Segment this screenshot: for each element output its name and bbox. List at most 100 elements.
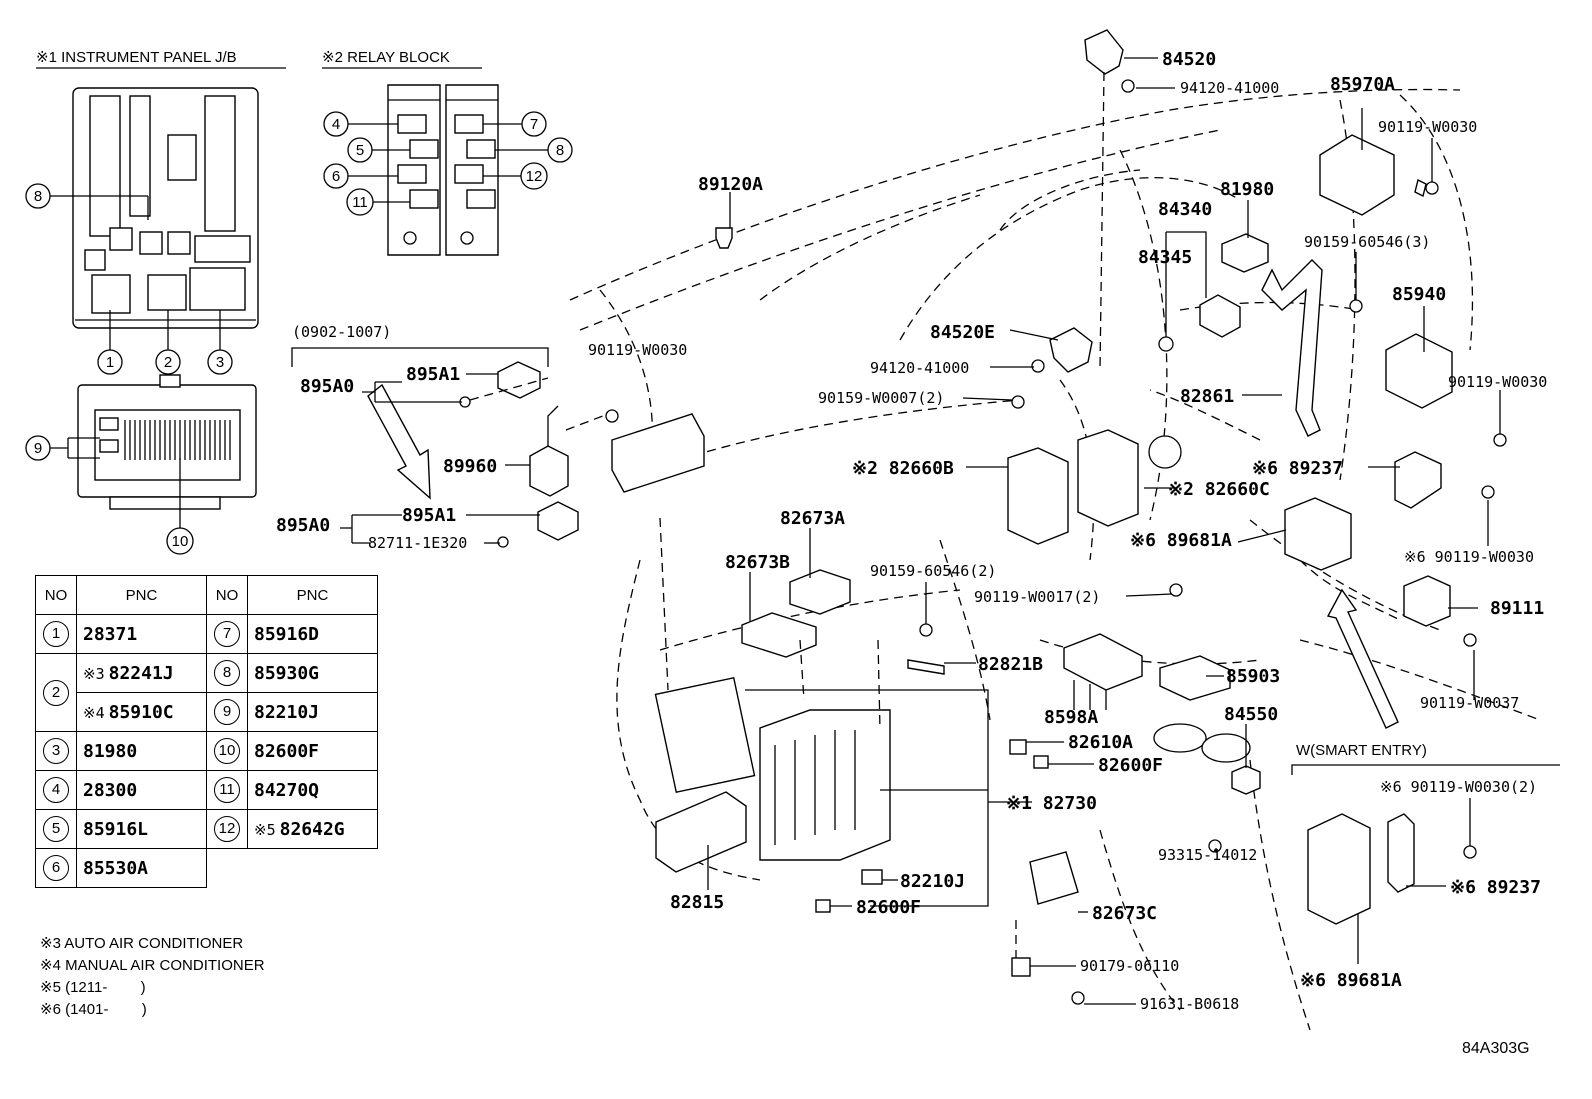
label-85903: 85903: [1226, 666, 1280, 687]
label-82861: 82861: [1180, 386, 1234, 407]
table-row: 6 85530A: [35, 848, 378, 888]
fuse-module-illustration: [77, 374, 257, 510]
table-header: PNC: [76, 575, 207, 615]
label-84340: 84340: [1158, 199, 1212, 220]
footnotes: ※3 AUTO AIR CONDITIONER ※4 MANUAL AIR CO…: [40, 933, 265, 1021]
circle-11: 11: [346, 188, 374, 216]
circle-2: 2: [155, 349, 181, 375]
diagram-code: 84A303G: [1462, 1040, 1530, 1057]
callout-labels: 84520 94120-41000 85970A 90119-W0030 891…: [276, 49, 1547, 1013]
label-82673a: 82673A: [780, 508, 845, 529]
label-90119-w0030-d: ※6 90119-W0030: [1404, 548, 1534, 566]
circle-8: 8: [25, 183, 51, 209]
svg-text:2: 2: [164, 354, 172, 371]
label-84345: 84345: [1138, 247, 1192, 268]
circle-6: 6: [323, 163, 349, 189]
circle-7: 7: [521, 111, 547, 137]
label-91631-b0618: 91631-B0618: [1140, 995, 1239, 1013]
table-row: 1 28371 7 85916D: [35, 614, 378, 654]
label-81980: 81980: [1220, 179, 1274, 200]
table-row: 3 81980 10 82600F: [35, 731, 378, 771]
svg-text:11: 11: [352, 194, 368, 211]
svg-text:9: 9: [34, 440, 42, 457]
label-82730: ※1 82730: [1006, 793, 1097, 814]
svg-text:6: 6: [332, 168, 340, 185]
relay-block-title: ※2 RELAY BLOCK: [322, 49, 450, 66]
circle-4: 4: [323, 111, 349, 137]
circle-12: 12: [520, 162, 548, 190]
label-82660c: ※2 82660C: [1168, 479, 1270, 500]
circle-9: 9: [25, 435, 51, 461]
label-82711-1e320: 82711-1E320: [368, 534, 467, 552]
footnote-5: ※5 (1211- ): [40, 979, 146, 996]
relay-block-illustration: [387, 84, 499, 256]
arrow-indicator: [367, 383, 431, 500]
footnote-3: ※3 AUTO AIR CONDITIONER: [40, 935, 244, 952]
footnote-6: ※6 (1401- ): [40, 1001, 147, 1018]
label-8598a: 8598A: [1044, 707, 1098, 728]
circle-numbers: 8 1 2 3 9 10 4 5 6 11 7 8 12: [25, 111, 573, 555]
table-header: NO: [35, 575, 77, 615]
jb-title: ※1 INSTRUMENT PANEL J/B: [36, 49, 237, 66]
label-82673c: 82673C: [1092, 903, 1157, 924]
label-82600f-b: 82600F: [856, 897, 921, 918]
label-90119-w0030-b: 90119-W0030: [588, 341, 687, 359]
label-89681a: ※6 89681A: [1130, 530, 1232, 551]
leader-lines: [340, 57, 1560, 1005]
label-82660b: ※2 82660B: [852, 458, 954, 479]
label-90119-w0017-2: 90119-W0017(2): [974, 588, 1100, 606]
circle-10: 10: [166, 527, 194, 555]
svg-text:10: 10: [172, 533, 189, 550]
label-89681a-b: ※6 89681A: [1300, 970, 1402, 991]
junction-block-illustration: [72, 87, 259, 329]
label-85970a: 85970A: [1330, 74, 1395, 95]
table-header: PNC: [247, 575, 378, 615]
label-90119-w0030-c: 90119-W0030: [1448, 373, 1547, 391]
svg-text:1: 1: [106, 354, 114, 371]
table-row: 4 28300 11 84270Q: [35, 770, 378, 810]
label-89111: 89111: [1490, 598, 1544, 619]
label-82610a: 82610A: [1068, 732, 1133, 753]
label-82600f: 82600F: [1098, 755, 1163, 776]
label-82210j: 82210J: [900, 871, 965, 892]
label-90119-w0030: 90119-W0030: [1378, 118, 1477, 136]
svg-text:4: 4: [332, 116, 340, 133]
label-90159-60546-3: 90159-60546(3): [1304, 233, 1430, 251]
svg-text:7: 7: [530, 116, 538, 133]
label-85940: 85940: [1392, 284, 1446, 305]
label-90159-60546-2: 90159-60546(2): [870, 562, 996, 580]
label-895a1-b: 895A1: [402, 505, 456, 526]
label-82821b: 82821B: [978, 654, 1043, 675]
label-89120a: 89120A: [698, 174, 763, 195]
label-89960: 89960: [443, 456, 497, 477]
label-90159-w0007-2: 90159-W0007(2): [818, 389, 944, 407]
label-84550: 84550: [1224, 704, 1278, 725]
label-82673b: 82673B: [725, 552, 790, 573]
label-895a0: 895A0: [300, 376, 354, 397]
label-90119-w0037: 90119-W0037: [1420, 694, 1519, 712]
label-89237-b: ※6 89237: [1450, 877, 1541, 898]
svg-text:12: 12: [526, 168, 543, 185]
circle-8b: 8: [547, 137, 573, 163]
label-smart-entry: W(SMART ENTRY): [1296, 742, 1427, 759]
label-895a0-b: 895A0: [276, 515, 330, 536]
label-84520e: 84520E: [930, 322, 995, 343]
footnote-4: ※4 MANUAL AIR CONDITIONER: [40, 957, 265, 974]
circle-3: 3: [207, 349, 233, 375]
label-89237-a: ※6 89237: [1252, 458, 1343, 479]
label-94120-41000-b: 94120-41000: [870, 359, 969, 377]
label-82815: 82815: [670, 892, 724, 913]
label-90179-06110: 90179-06110: [1080, 957, 1179, 975]
label-895a1: 895A1: [406, 364, 460, 385]
parts-illustrations: [459, 29, 1507, 1005]
circle-5: 5: [347, 137, 373, 163]
svg-text:3: 3: [216, 354, 224, 371]
date-range-label: (0902-1007): [292, 323, 391, 341]
label-93315-14012: 93315-14012: [1158, 846, 1257, 864]
svg-text:8: 8: [34, 188, 42, 205]
svg-text:5: 5: [356, 142, 364, 159]
